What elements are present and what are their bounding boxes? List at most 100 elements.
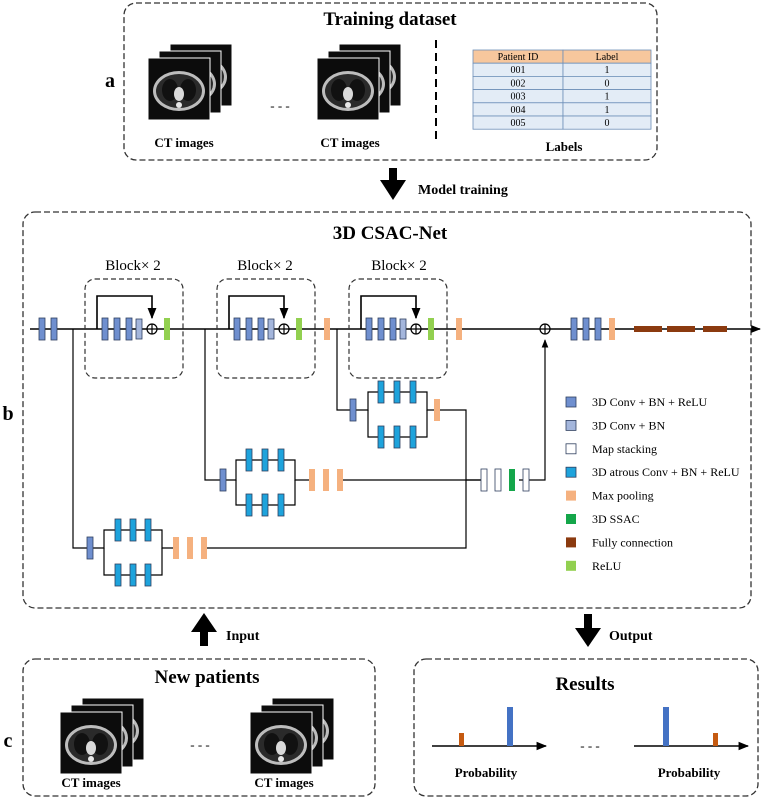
fully-connection-block (703, 326, 727, 332)
legend-swatch (565, 419, 577, 431)
panel-a-letter: a (105, 70, 115, 92)
conv-bn-relu-block (257, 317, 265, 341)
conv-bn-relu-block (570, 317, 578, 341)
table-cell-text: 1 (605, 105, 610, 116)
legend-swatch (565, 466, 577, 478)
ellipsis-c-right: - - - (580, 738, 600, 753)
prob-bar-high-2 (663, 707, 669, 746)
block-label-1: Block× 2 (105, 258, 161, 274)
output-label: Output (609, 629, 653, 644)
network-title: 3D CSAC-Net (333, 223, 448, 244)
atrous-conv-block (277, 448, 285, 472)
conv-bn-relu-block (594, 317, 602, 341)
atrous-conv-block (393, 380, 401, 404)
atrous-conv-block (245, 448, 253, 472)
table-cell-text: 005 (511, 118, 526, 129)
table-cell (562, 115, 652, 130)
legend-label: Fully connection (592, 535, 673, 549)
model-training-arrow: Model training (380, 168, 508, 200)
ellipsis-a: - - - (270, 98, 290, 113)
legend-label: 3D Conv + BN (592, 418, 665, 432)
atrous-conv-block (393, 425, 401, 449)
atrous-conv-block (114, 518, 122, 542)
conv-bn-relu-block (245, 317, 253, 341)
max-pooling-block (187, 537, 193, 559)
ellipsis-c-left: - - - (190, 737, 210, 752)
output-arrow: Output (575, 614, 653, 647)
legend-label: 3D atrous Conv + BN + ReLU (592, 465, 740, 479)
atrous-conv-block (129, 563, 137, 587)
conv-bn-relu-block (38, 317, 46, 341)
conv-bn-relu-block (101, 317, 109, 341)
conv-bn-relu-block (233, 317, 241, 341)
atrous-conv-block (409, 425, 417, 449)
table-cell-text: 1 (605, 65, 610, 76)
max-pooling-block (456, 318, 462, 340)
residual-loop-1 (96, 295, 157, 329)
max-pooling-block (323, 469, 329, 491)
legend-swatch (566, 560, 576, 571)
table-cell-text: 0 (605, 118, 610, 129)
ct-images-label-2: CT images (320, 135, 379, 150)
atrous-conv-block (409, 380, 417, 404)
conv-bn-block (399, 318, 407, 340)
atrous-conv-block (261, 448, 269, 472)
map-stacking-block (480, 468, 488, 492)
new-patients-title: New patients (154, 667, 259, 688)
conv-bn-relu-block (389, 317, 397, 341)
atrous-conv-block (277, 493, 285, 517)
max-pooling-block (609, 318, 615, 340)
labels-caption: Labels (546, 139, 583, 154)
legend-swatch (565, 443, 577, 455)
ct-images-label-3: CT images (61, 775, 120, 790)
legend-label: 3D SSAC (592, 512, 640, 526)
ct-images-label-1: CT images (154, 135, 213, 150)
ct-stack-4 (249, 697, 335, 775)
conv-bn-relu-block (113, 317, 121, 341)
conv-bn-block (267, 318, 275, 340)
relu-block (164, 318, 170, 340)
input-arrow: Input (191, 613, 260, 646)
table-cell-text: 004 (511, 105, 526, 116)
atrous-conv-block (114, 563, 122, 587)
ct-stack-2 (316, 43, 402, 121)
max-pooling-block (337, 469, 343, 491)
conv-bn-relu-block (349, 398, 357, 422)
legend-swatch (566, 490, 576, 501)
model-training-label: Model training (418, 183, 508, 198)
max-pooling-block (309, 469, 315, 491)
ct-stack-3 (59, 697, 145, 775)
conv-bn-relu-block (86, 536, 94, 560)
ct-stack-1 (147, 43, 233, 121)
table-cell-text: 001 (511, 65, 526, 76)
legend-label: ReLU (592, 559, 622, 573)
legend-swatch (566, 537, 576, 548)
table-header-text: Label (596, 52, 619, 63)
conv-bn-relu-block (219, 468, 227, 492)
legend-label: Max pooling (592, 489, 654, 503)
conv-bn-block (135, 318, 143, 340)
table-cell-text: 003 (511, 92, 526, 103)
atrous-conv-block (261, 493, 269, 517)
prob-bar-high-1 (507, 707, 513, 746)
ct-images-label-4: CT images (254, 775, 313, 790)
legend-swatch (565, 396, 577, 408)
block-box-1 (84, 278, 184, 379)
legend-label: 3D Conv + BN + ReLU (592, 395, 708, 409)
residual-loop-2 (228, 295, 289, 329)
panel-c: c New patients CT images - - - CT images… (4, 658, 759, 797)
residual-loop-3 (360, 295, 421, 329)
probability-label-2: Probability (658, 765, 721, 780)
table-cell-text: 1 (605, 92, 610, 103)
table-cell-text: 002 (511, 78, 526, 89)
legend-swatch (566, 514, 576, 524)
block-label-3: Block× 2 (371, 258, 427, 274)
table-cell-text: 0 (605, 78, 610, 89)
layer-blocks (38, 317, 727, 587)
atrous-conv-block (144, 563, 152, 587)
conv-bn-relu-block (125, 317, 133, 341)
atrous-conv-block (245, 493, 253, 517)
prob-bar-low-2 (713, 733, 718, 746)
